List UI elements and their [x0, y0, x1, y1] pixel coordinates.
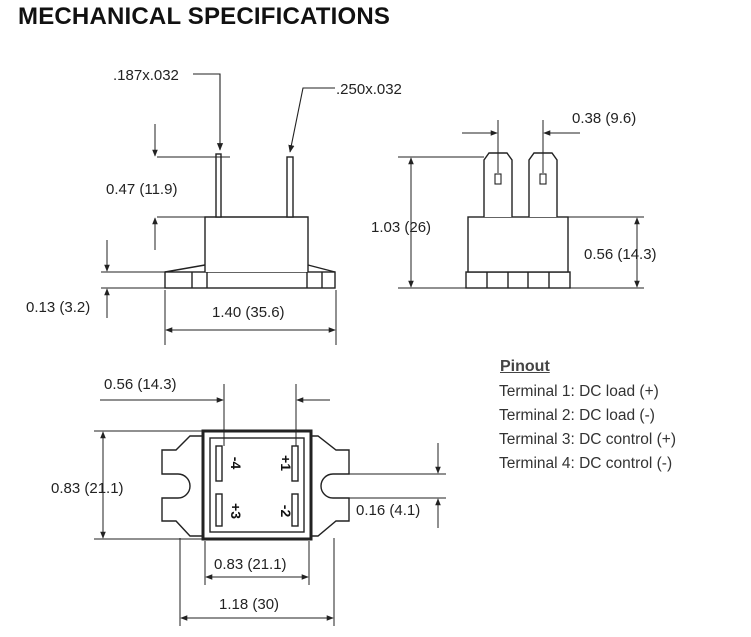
body-width-label: 0.56 (14.3): [104, 376, 177, 393]
side-base: [164, 271, 336, 289]
side-terminal-large: [286, 156, 294, 218]
pin-label-3: +3: [228, 503, 244, 519]
pin-slot-3: [215, 493, 223, 527]
overall-width-label: 1.18 (30): [219, 596, 279, 613]
side-terminal-small: [215, 153, 222, 218]
terminal-small-label: .187x.032: [113, 67, 179, 84]
pinout-line-1: Terminal 1: DC load (+): [499, 383, 659, 400]
pinout-legend: Pinout Terminal 1: DC load (+) Terminal …: [499, 358, 739, 476]
page-title: MECHANICAL SPECIFICATIONS: [18, 3, 391, 30]
side-view: [101, 73, 337, 345]
side-body: [204, 216, 309, 272]
end-body: [467, 216, 569, 273]
terminal-large-label: .250x.032: [336, 81, 402, 98]
base-thickness-label: 0.13 (3.2): [26, 299, 90, 316]
pinout-heading: Pinout: [500, 358, 550, 375]
pin-label-1: +1: [278, 455, 294, 471]
end-view: [398, 120, 644, 289]
overall-length-label: 1.40 (35.6): [212, 304, 285, 321]
end-base: [465, 271, 571, 289]
body-depth-label: 0.83 (21.1): [51, 480, 124, 497]
pin-slot-4: [215, 445, 223, 482]
terminal-height-label: 0.47 (11.9): [106, 181, 177, 198]
terminal-spacing-label: 0.38 (9.6): [572, 110, 636, 127]
body-height-label: 0.56 (14.3): [584, 246, 657, 263]
pin-label-4: -4: [228, 457, 244, 470]
pin-slot-1: [291, 445, 299, 482]
pinout-line-3: Terminal 3: DC control (+): [499, 431, 677, 448]
pin-label-2: -2: [278, 505, 294, 518]
pin-slot-2: [291, 493, 299, 527]
top-view: [94, 384, 446, 626]
overall-height-label: 1.03 (26): [371, 219, 431, 236]
inner-width-label: 0.83 (21.1): [214, 556, 287, 573]
pinout-line-4: Terminal 4: DC control (-): [499, 455, 673, 472]
slot-width-label: 0.16 (4.1): [356, 502, 420, 519]
pinout-line-2: Terminal 2: DC load (-): [499, 407, 655, 424]
